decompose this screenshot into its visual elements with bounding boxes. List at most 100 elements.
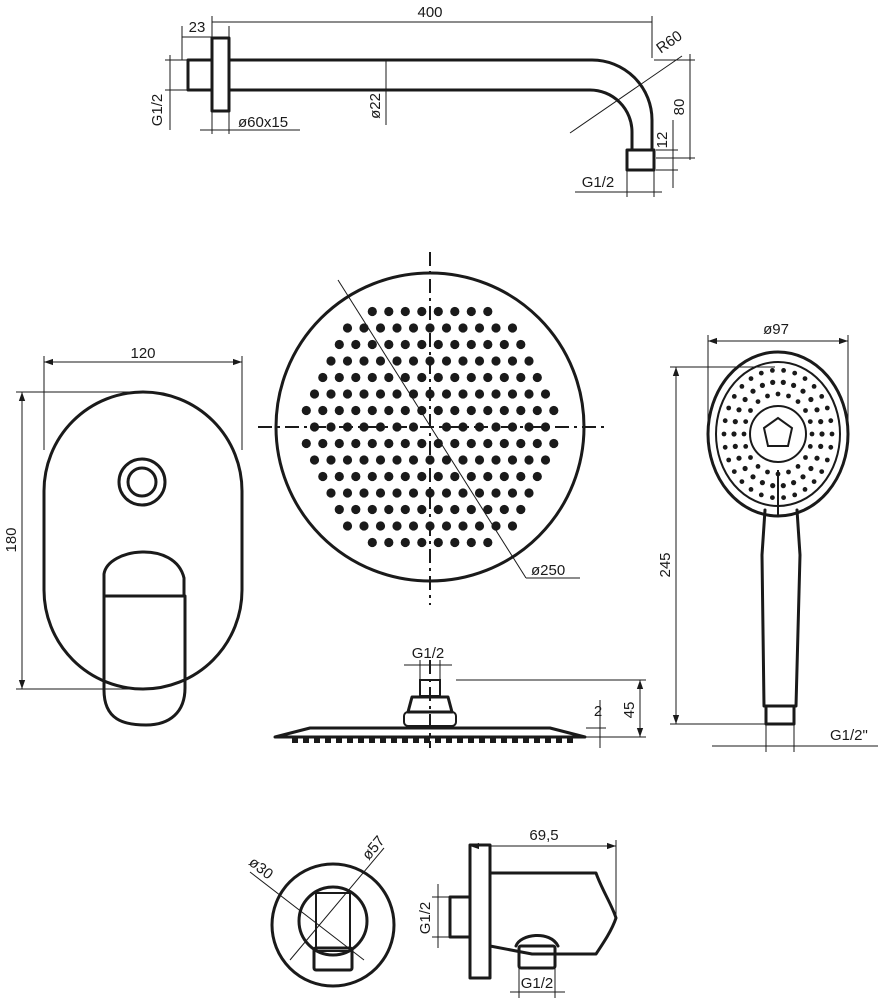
nozzle-dot — [384, 504, 394, 515]
hand-nozzle-dot — [722, 418, 728, 424]
hand-shower-drawing: ø97 245 G1/2" — [657, 321, 878, 752]
nozzle-dot — [450, 438, 460, 449]
nozzle-dot — [516, 471, 526, 482]
hand-nozzle-dot — [770, 483, 776, 489]
outlet-side-rosette — [468, 843, 492, 980]
arm-tube-bottom — [227, 88, 634, 152]
nozzle-dot — [524, 455, 534, 465]
nozzle-dot — [384, 471, 394, 482]
nozzle-dot — [507, 389, 518, 399]
nozzle-dot — [483, 471, 493, 482]
nozzle-dot — [491, 422, 501, 432]
dim-plate-height: 180 — [3, 527, 20, 552]
side-nozzle-tooth — [457, 737, 463, 743]
outlet-side-connector — [517, 944, 557, 970]
nozzle-dot — [540, 389, 551, 399]
nozzle-dot — [301, 405, 311, 416]
hand-nozzle-dot — [786, 469, 791, 475]
dim-hand-head-diameter: ø97 — [763, 321, 789, 338]
nozzle-dot — [474, 488, 485, 498]
nozzle-dot — [318, 405, 328, 416]
nozzle-dot — [491, 389, 501, 399]
mixer-lever-top — [102, 550, 186, 598]
nozzle-dot — [433, 471, 443, 482]
hand-nozzle-dot — [758, 492, 764, 498]
nozzle-dot — [351, 471, 361, 482]
nozzle-dot — [483, 504, 493, 515]
side-nozzle-tooth — [380, 737, 386, 743]
nozzle-dot — [392, 422, 402, 432]
nozzle-dot — [450, 405, 460, 416]
outlet-bore — [315, 892, 351, 952]
nozzle-dot — [359, 422, 369, 432]
nozzle-dot — [507, 356, 518, 366]
nozzle-dot — [384, 372, 394, 383]
nozzle-dot — [532, 471, 542, 482]
nozzle-dot — [483, 405, 493, 416]
nozzle-dot — [441, 422, 452, 432]
nozzle-dot — [417, 504, 427, 515]
nozzle-dot — [499, 372, 509, 383]
nozzle-dot — [474, 521, 485, 531]
hand-nozzle-dot — [824, 405, 830, 411]
nozzle-dot — [425, 356, 435, 366]
hand-nozzle-dot — [791, 480, 797, 486]
nozzle-dot — [491, 323, 501, 333]
nozzle-dot — [400, 471, 410, 482]
nozzle-dot — [491, 455, 501, 465]
outlet-connector — [312, 946, 354, 972]
nozzle-dot — [458, 323, 468, 333]
outlet-side-elbow — [514, 934, 560, 948]
hand-nozzle-dot — [748, 455, 753, 460]
nozzle-dot — [549, 438, 559, 449]
nozzle-dot — [441, 323, 452, 333]
hand-nozzle-dot — [758, 370, 764, 376]
nozzle-dot — [351, 372, 361, 383]
nozzle-dot — [417, 471, 427, 482]
nozzle-dot — [483, 537, 493, 548]
side-nozzle-tooth — [347, 737, 353, 743]
nozzle-dot — [466, 537, 476, 548]
nozzle-dot — [359, 488, 369, 498]
rain-head-top-view: ø250 — [258, 252, 605, 605]
nozzle-dot — [540, 422, 551, 432]
side-nozzle-tooth — [424, 737, 430, 743]
dim-rain-head-thread: G1/2 — [412, 645, 445, 662]
nozzle-dot — [400, 372, 410, 383]
wall-outlet-front-view: ø30 ø57 — [245, 833, 396, 988]
side-nozzle-tooth — [391, 737, 397, 743]
nozzle-dot — [483, 372, 493, 383]
side-nozzle-tooth — [292, 737, 298, 743]
nozzle-dot — [433, 405, 443, 416]
dim-outlet-depth: 69,5 — [529, 827, 558, 844]
nozzle-dot — [474, 422, 485, 432]
nozzle-dot — [384, 438, 394, 449]
side-nozzle-tooth — [446, 737, 452, 743]
nozzle-dot — [375, 488, 386, 498]
nozzle-dot — [417, 372, 427, 383]
hand-nozzle-dot — [739, 479, 745, 484]
hand-nozzle-dot — [814, 407, 820, 413]
hand-nozzle-dot — [739, 384, 745, 389]
hand-nozzle-dot — [732, 419, 738, 425]
hand-nozzle-dot — [809, 431, 815, 437]
nozzle-dot — [466, 405, 476, 416]
nozzle-dot — [417, 537, 427, 548]
nozzle-dot — [400, 306, 410, 317]
side-nozzle-tooth — [303, 737, 309, 743]
hand-shower-center-ring — [749, 405, 807, 463]
nozzle-dot — [516, 504, 526, 515]
side-nozzle-tooth — [545, 737, 551, 743]
nozzle-dot — [425, 455, 435, 465]
nozzle-dot — [474, 323, 485, 333]
hand-nozzle-dot — [726, 405, 732, 411]
nozzle-dot — [524, 488, 534, 498]
side-nozzle-tooth — [567, 737, 573, 743]
nozzle-dot — [458, 422, 468, 432]
hand-nozzle-dot — [770, 495, 775, 500]
nozzle-dot — [384, 306, 394, 317]
dim-outlet-thread: G1/2 — [521, 975, 554, 992]
side-nozzle-tooth — [523, 737, 529, 743]
side-nozzle-tooth — [402, 737, 408, 743]
hand-nozzle-dot — [780, 483, 786, 489]
